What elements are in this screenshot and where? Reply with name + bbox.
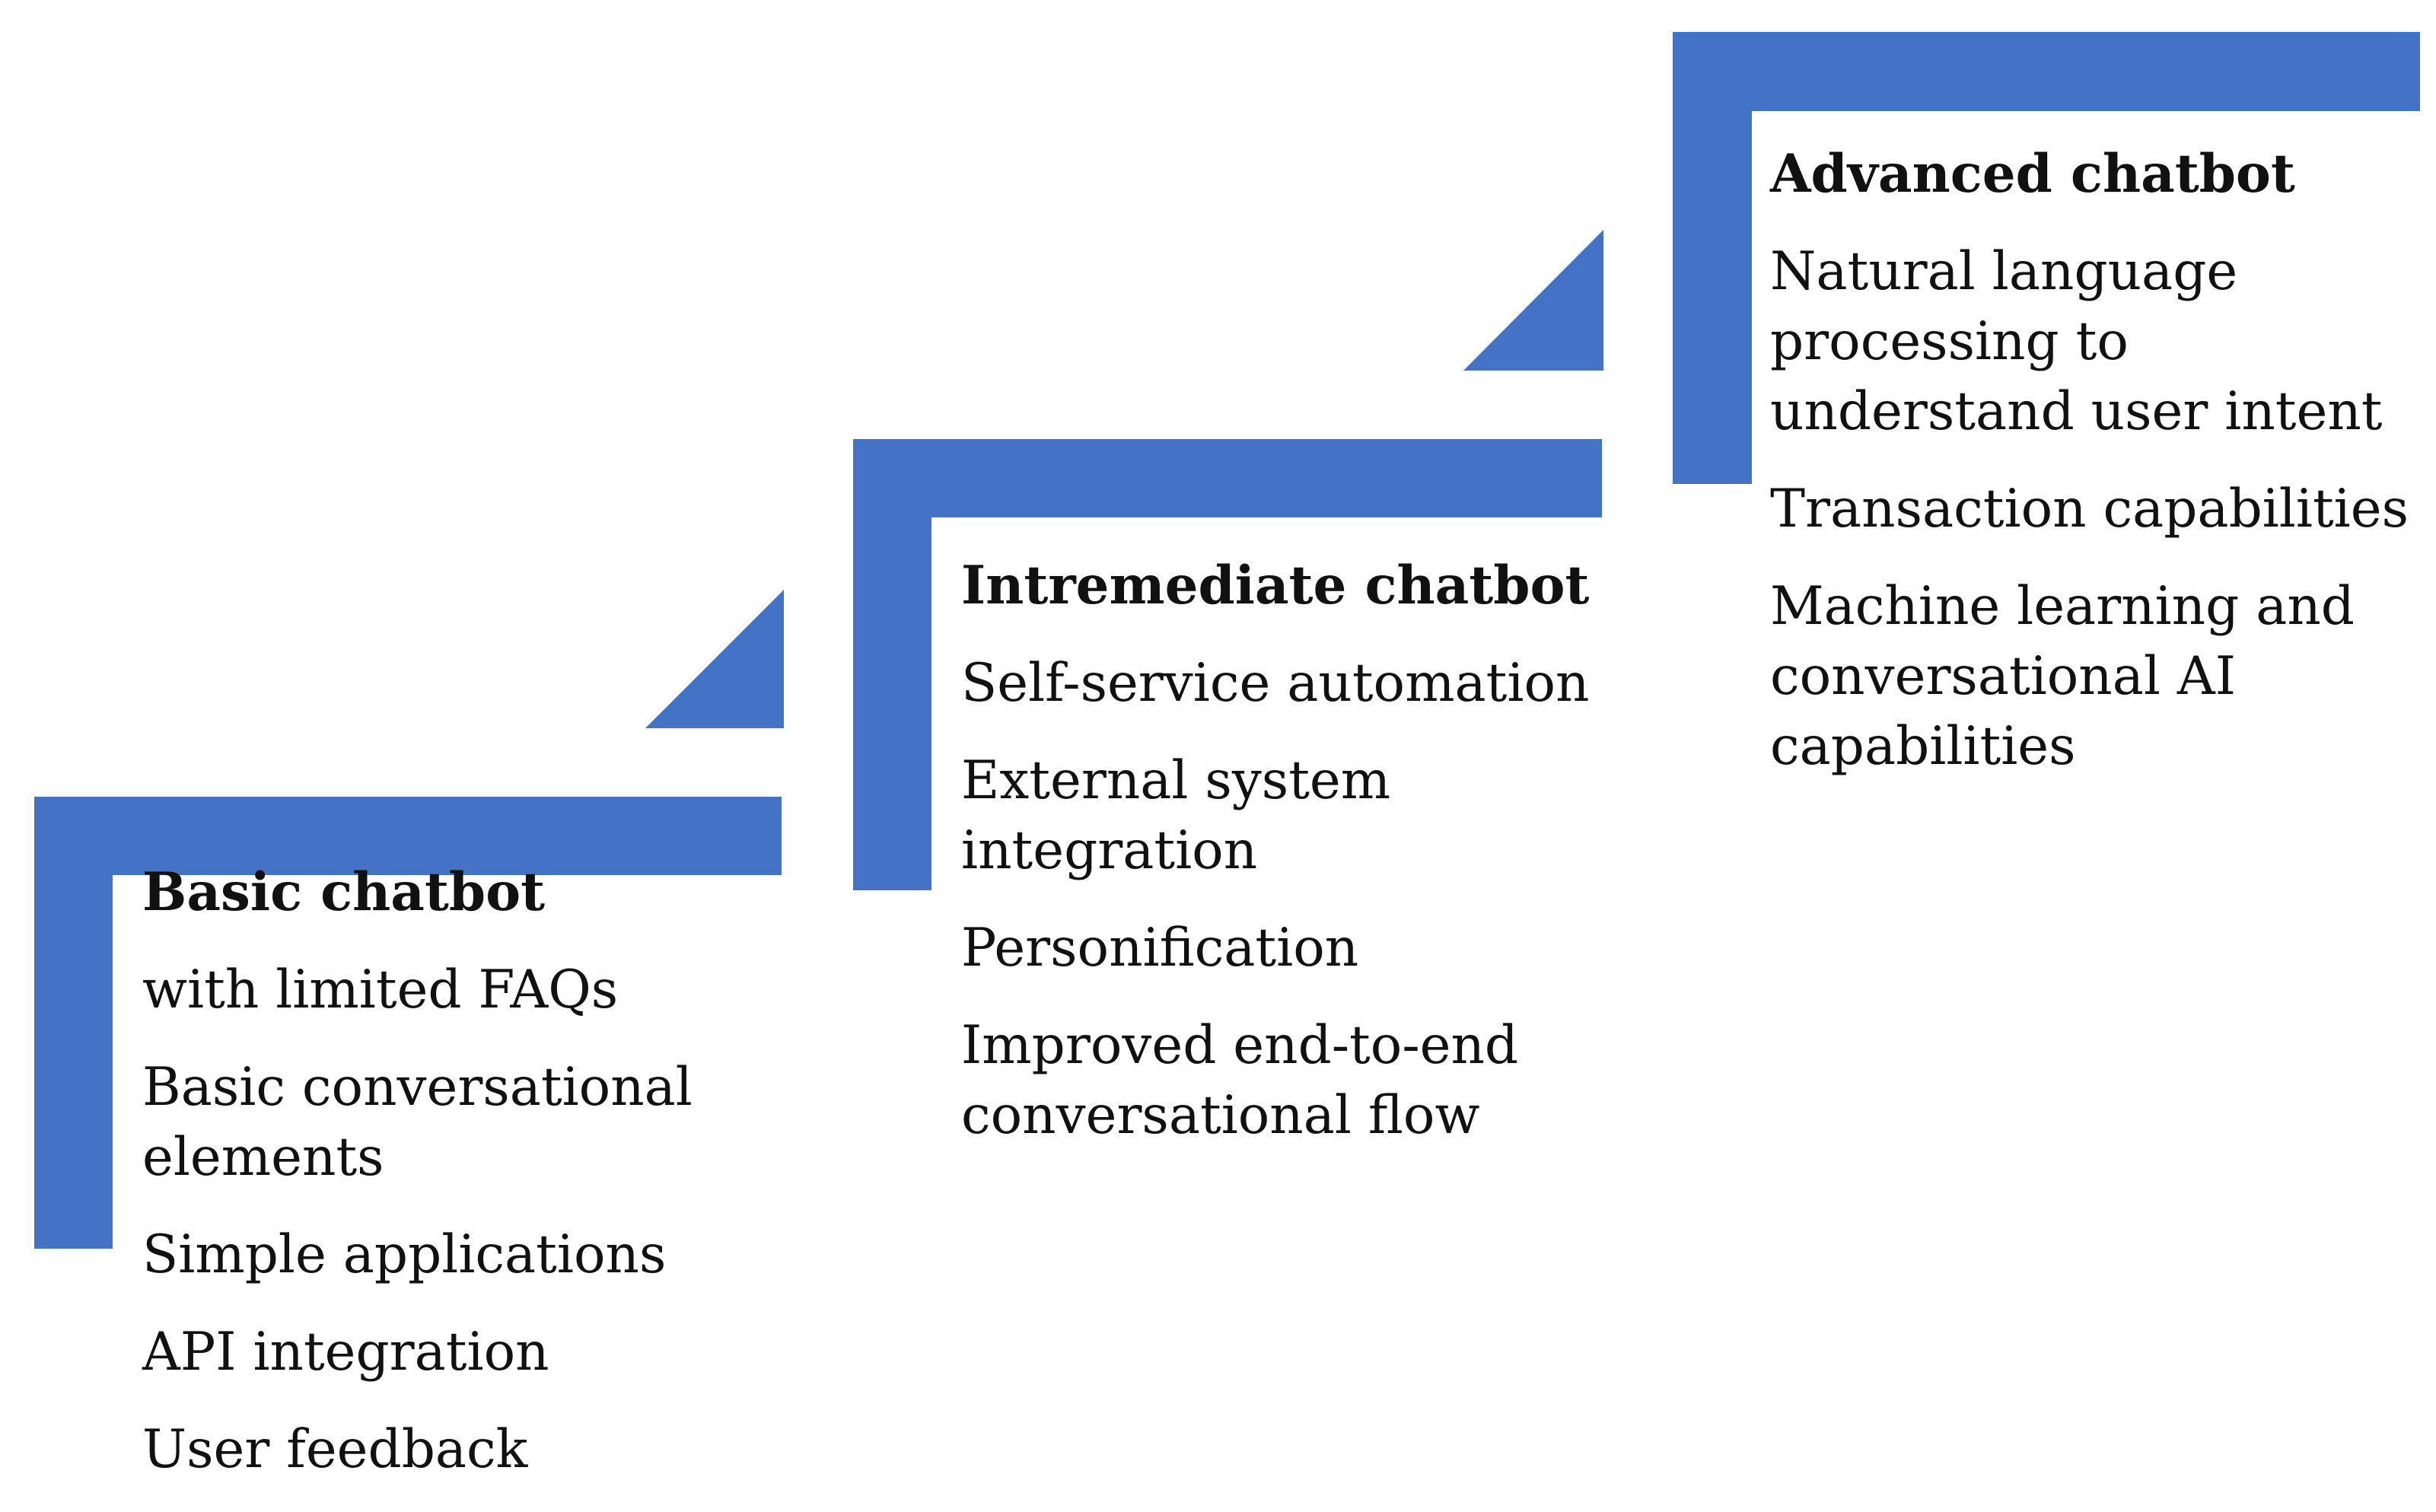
step-up-arrow-icon (1463, 230, 1603, 371)
intermediate-stage-item: Self-service automation (961, 653, 1590, 714)
intermediate-stage-item: Personification (961, 918, 1359, 979)
advanced-stage: Advanced chatbot Natural language proces… (1770, 139, 2425, 809)
advanced-stage-title: Advanced chatbot (1770, 143, 2295, 205)
basic-stage-item: API integration (142, 1322, 549, 1383)
basic-stage-top-bar (34, 797, 782, 875)
intermediate-stage-item: External system integration (961, 750, 1391, 881)
advanced-stage-item: Transaction capabilities (1770, 479, 2409, 540)
basic-stage-title: Basic chatbot (142, 861, 546, 923)
advanced-stage-item: Natural language processing to understan… (1770, 241, 2383, 442)
advanced-stage-top-bar (1673, 32, 2420, 111)
basic-stage-side-bar (34, 797, 113, 1249)
intermediate-stage-side-bar (853, 439, 931, 890)
step-up-arrow-shape (1463, 230, 1603, 371)
basic-stage-item: User feedback (142, 1419, 528, 1480)
step-up-arrow-icon (645, 590, 784, 728)
intermediate-stage-item: Improved end-to-end conversational flow (961, 1015, 1519, 1146)
basic-stage-item: with limited FAQs (142, 960, 619, 1020)
basic-stage: Basic chatbot with limited FAQs Basic co… (142, 858, 797, 1512)
advanced-stage-item: Machine learning and conversational AI c… (1770, 576, 2355, 777)
intermediate-stage-top-bar (853, 439, 1602, 517)
basic-stage-item: Simple applications (142, 1224, 667, 1285)
intermediate-stage-title: Intremediate chatbot (961, 555, 1590, 616)
basic-stage-item: Basic conversational elements (142, 1057, 693, 1188)
step-up-arrow-shape (645, 590, 784, 728)
advanced-stage-side-bar (1673, 32, 1752, 484)
intermediate-stage: Intremediate chatbot Self-service automa… (961, 551, 1616, 1178)
